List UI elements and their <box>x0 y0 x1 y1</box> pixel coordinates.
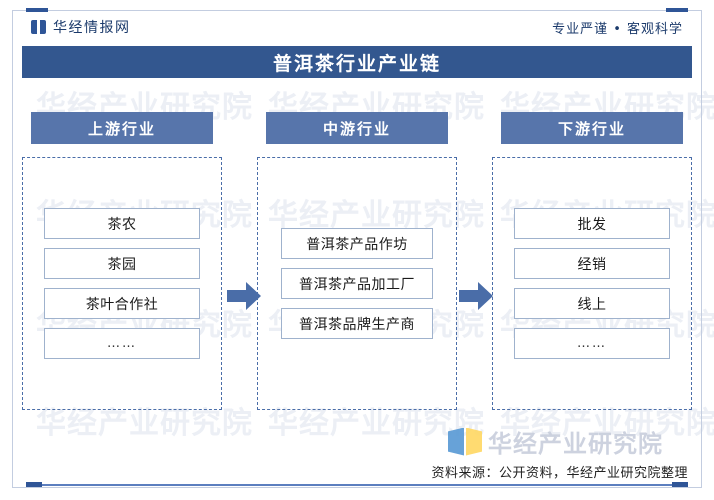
chart-title-bar: 普洱茶行业产业链 <box>22 46 692 78</box>
list-item: 线上 <box>514 288 670 319</box>
open-book-icon <box>448 427 482 456</box>
column-body-downstream: 批发 经销 线上 …… <box>492 157 692 410</box>
page-header: 华经情报网 专业严谨 • 客观科学 <box>13 11 701 43</box>
accent-dash-top-left <box>26 8 48 12</box>
list-item: …… <box>514 328 670 359</box>
accent-dash-bottom-right <box>672 482 688 487</box>
book-mark-icon <box>31 20 46 34</box>
list-item: …… <box>44 328 200 359</box>
arrow-upstream-to-midstream-icon <box>227 282 261 310</box>
value-chain-columns: 上游行业 茶农 茶园 茶叶合作社 …… 中游行业 普洱茶产品作坊 普洱茶产品加工… <box>22 112 692 424</box>
header-tagline: 专业严谨 • 客观科学 <box>552 21 683 37</box>
brand: 华经情报网 <box>31 17 131 37</box>
list-item: 普洱茶产品作坊 <box>281 228 433 259</box>
column-midstream: 中游行业 普洱茶产品作坊 普洱茶产品加工厂 普洱茶品牌生产商 <box>257 112 457 424</box>
page-frame <box>12 10 702 488</box>
column-header-upstream: 上游行业 <box>31 112 213 144</box>
column-downstream: 下游行业 批发 经销 线上 …… <box>492 112 692 424</box>
footer-logo: 华经产业研究院 <box>448 424 663 459</box>
column-upstream: 上游行业 茶农 茶园 茶叶合作社 …… <box>22 112 222 424</box>
list-item: 普洱茶品牌生产商 <box>281 308 433 339</box>
list-item: 茶园 <box>44 248 200 279</box>
list-item: 普洱茶产品加工厂 <box>281 268 433 299</box>
accent-dash-bottom-left <box>26 482 42 487</box>
page-title: 普洱茶行业产业链 <box>272 52 441 75</box>
list-item: 批发 <box>514 208 670 239</box>
column-header-downstream: 下游行业 <box>501 112 683 144</box>
column-body-upstream: 茶农 茶园 茶叶合作社 …… <box>22 157 222 410</box>
bottom-divider <box>26 484 688 486</box>
arrow-midstream-to-downstream-icon <box>459 282 493 310</box>
accent-dash-top-right <box>666 8 688 12</box>
source-note: 资料来源：公开资料，华经产业研究院整理 <box>431 466 688 481</box>
list-item: 经销 <box>514 248 670 279</box>
list-item: 茶农 <box>44 208 200 239</box>
column-body-midstream: 普洱茶产品作坊 普洱茶产品加工厂 普洱茶品牌生产商 <box>257 157 457 410</box>
footer-logo-text: 华经产业研究院 <box>488 430 663 458</box>
brand-name: 华经情报网 <box>53 20 131 36</box>
column-header-midstream: 中游行业 <box>266 112 448 144</box>
list-item: 茶叶合作社 <box>44 288 200 319</box>
